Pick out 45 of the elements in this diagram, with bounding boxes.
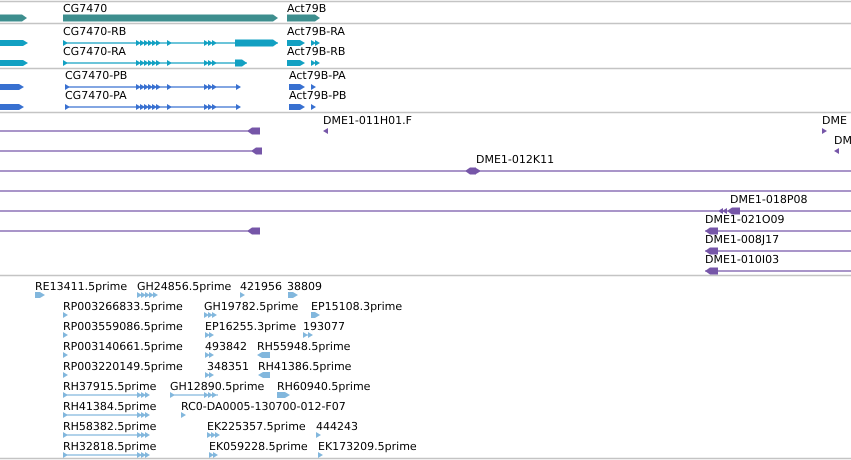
feature-label: GH12890.5prime xyxy=(170,380,264,393)
feature-label: EK059228.5prime xyxy=(209,440,308,453)
feature-label: EK173209.5prime xyxy=(318,440,417,453)
feature-label: CG7470-PA xyxy=(65,89,127,102)
feature-label: 193077 xyxy=(303,320,345,333)
feature-label: DME1-008J17 xyxy=(705,233,780,246)
feature-label: GH19782.5prime xyxy=(204,300,298,313)
feature-label: CG7470 xyxy=(63,2,108,15)
feature-label: DME1-018P08 xyxy=(730,193,808,206)
feature-label: DME1-012K11 xyxy=(476,153,554,166)
feature-label: RH41386.5prime xyxy=(258,360,352,373)
feature-label: DME1-021O09 xyxy=(705,213,785,226)
feature-label: RP003266833.5prime xyxy=(63,300,183,313)
feature-label: EK225357.5prime xyxy=(207,420,306,433)
feature-label: DME xyxy=(822,114,847,127)
feature-label: RH37915.5prime xyxy=(63,380,156,393)
feature-label: RH58382.5prime xyxy=(63,420,156,433)
feature-label: RH41384.5prime xyxy=(63,400,156,413)
feature-label: 38809 xyxy=(287,280,322,293)
feature-label: DME1-010I03 xyxy=(705,253,780,266)
feature-label: RP003140661.5prime xyxy=(63,340,183,353)
feature-label: CG7470-RA xyxy=(63,45,126,58)
feature-label: RP003220149.5prime xyxy=(63,360,183,373)
feature-label: CG7470-RB xyxy=(63,25,126,38)
feature-label: RH55948.5prime xyxy=(257,340,350,353)
feature-label: RH60940.5prime xyxy=(277,380,370,393)
feature-label: RP003559086.5prime xyxy=(63,320,183,333)
feature-label: 444243 xyxy=(316,420,358,433)
feature-label: 348351 xyxy=(207,360,249,373)
feature-label: Act79B-RA xyxy=(287,25,345,38)
feature-label: EP15108.3prime xyxy=(311,300,402,313)
feature-label: 421956 xyxy=(240,280,282,293)
feature-label: GH24856.5prime xyxy=(137,280,232,293)
feature-label: EP16255.3prime xyxy=(205,320,296,333)
feature-label: DME1-011H01.F xyxy=(323,114,412,127)
feature-label: Act79B-PB xyxy=(289,89,346,102)
feature-label: RE13411.5prime xyxy=(35,280,128,293)
feature-label: Act79B-PA xyxy=(289,69,346,82)
feature-label: 493842 xyxy=(205,340,247,353)
feature-label: RC0-DA0005-130700-012-F07 xyxy=(181,400,346,413)
feature-label: Act79B-RB xyxy=(287,45,346,58)
feature-label: DM xyxy=(834,134,851,147)
feature-label: RH32818.5prime xyxy=(63,440,156,453)
feature-label: Act79B xyxy=(287,2,326,15)
feature-label: CG7470-PB xyxy=(65,69,128,82)
